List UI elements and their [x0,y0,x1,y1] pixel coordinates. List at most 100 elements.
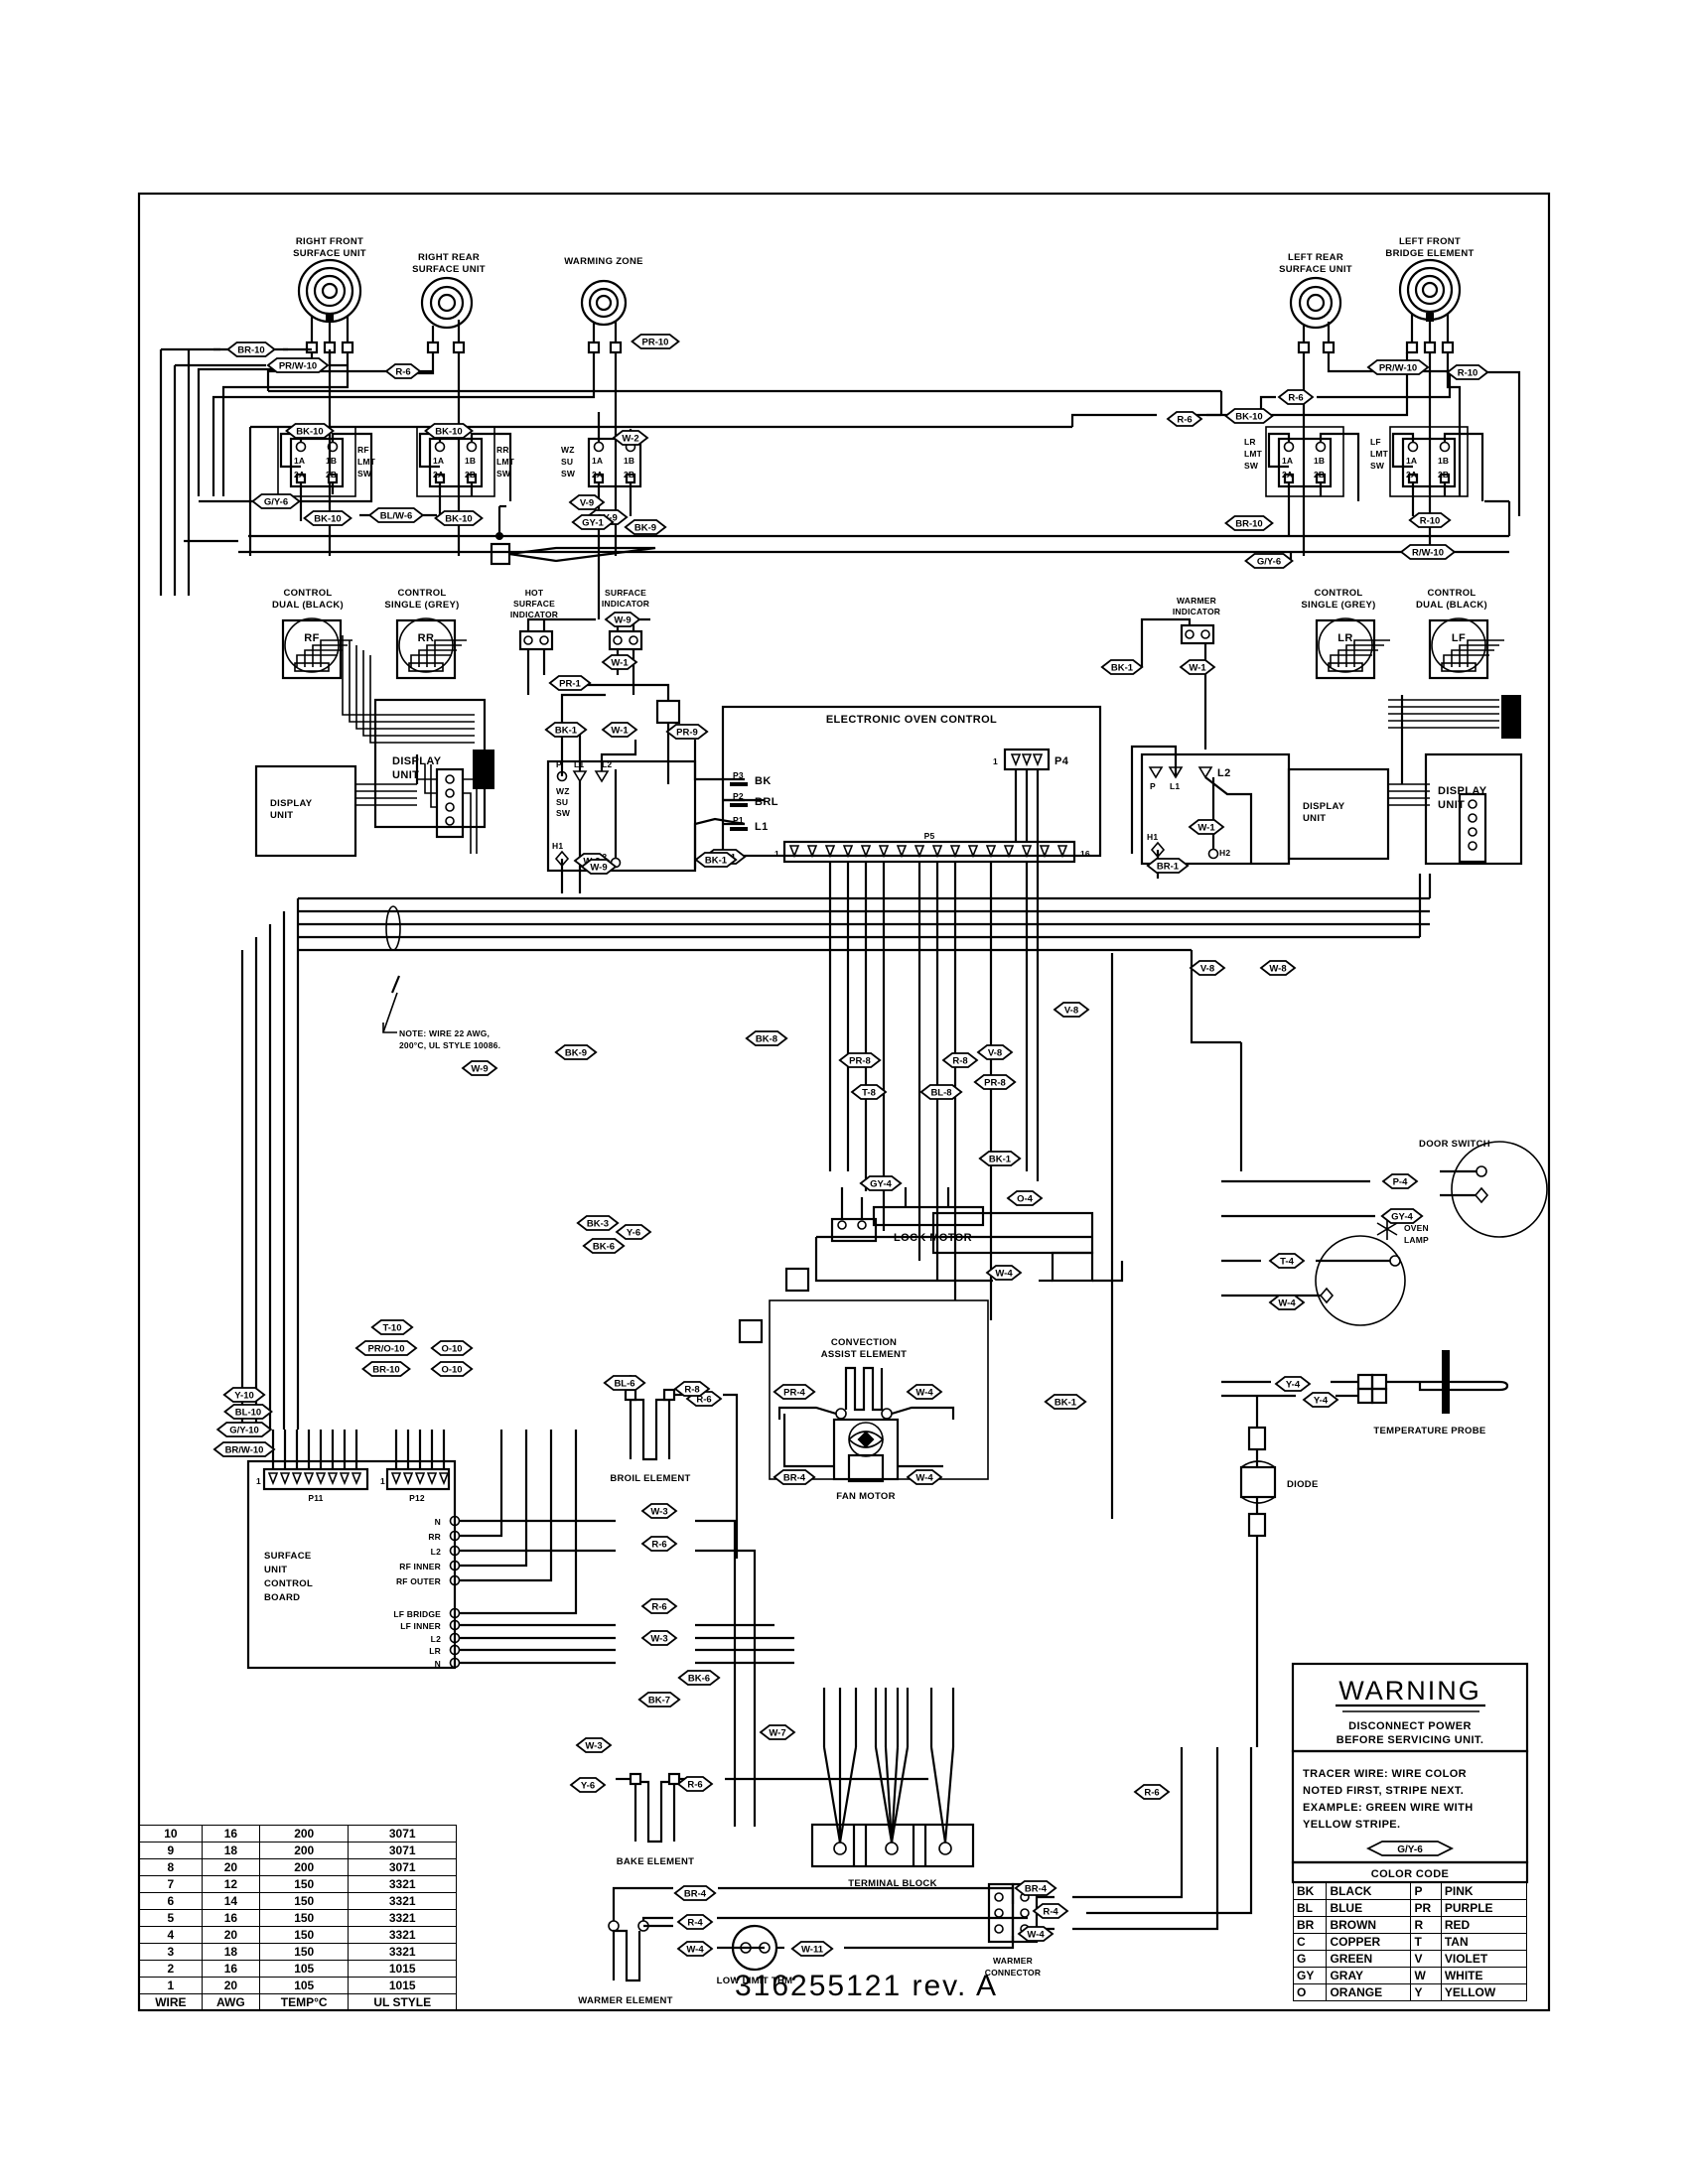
warning-subtitle-2: BEFORE SERVICING UNIT. [1336,1734,1484,1746]
control-single-grey-label-2: SINGLE (GREY) [384,600,459,611]
mid-bus [184,499,1511,563]
warning-subtitle-1: DISCONNECT POWER [1348,1720,1472,1732]
left-front-bridge-label-2: BRIDGE ELEMENT [1385,248,1474,259]
color-code-cell: C [1292,1933,1328,1951]
surface-indicator-l2: INDICATOR [602,599,649,609]
left-rear-surface-unit: LEFT REAR SURFACE UNIT [1279,252,1352,354]
wire-spec-cell: 9 [139,1842,203,1859]
wz-su-name-3: SW [556,808,571,818]
board-out-lf-bridge: LF BRIDGE [393,1609,441,1619]
right-switch-block: P L1 L2 H1 H2 [1130,745,1291,879]
bake-element: BAKE ELEMENT [616,1772,928,1867]
limit-rf-name-2: LMT [357,457,376,467]
control-dual-black-label-2b: DUAL (BLACK) [1416,600,1487,611]
color-code-cell: BR [1292,1916,1328,1934]
electronic-oven-control: ELECTRONIC OVEN CONTROL P3 BK P2 BRL P1 … [693,705,1102,993]
color-code-cell: O [1292,1983,1328,2001]
wire-spec-cell: 150 [258,1875,350,1893]
wz-su-pin-l2: L2 [602,759,612,769]
control-dual-black-right[interactable]: CONTROL DUAL (BLACK) LF [1416,588,1504,680]
left-connector-block [416,764,478,854]
control-single-grey-right[interactable]: CONTROL SINGLE (GREY) LR [1301,588,1390,680]
oven-control-p3-label: BK [755,775,772,787]
p11-id: P11 [308,1493,323,1503]
wire-spec-cell: 10 [139,1825,203,1843]
limit-rf-pin-2a: 2A [294,470,305,479]
warming-zone-label: WARMING ZONE [564,256,643,267]
junction-square-2 [784,1267,810,1293]
display-unit-right-l2: UNIT [1303,813,1326,824]
control-dual-black-left[interactable]: CONTROL DUAL (BLACK) RF [272,588,352,680]
p12-pin1: 1 [380,1476,385,1486]
wire-spec-cell: 3 [139,1943,203,1961]
wire-spec-cell: 16 [201,1909,260,1927]
wire-spec-cell: 16 [201,1825,260,1843]
wz-su-h2: H2 [596,852,607,862]
wire-spec-cell: 200 [258,1858,350,1876]
terminal-block: TERMINAL BLOCK [810,1688,975,1889]
board-out-lr: LR [429,1646,441,1656]
left-arrow-connector [490,542,656,566]
oven-control-p5-id: P5 [924,831,935,841]
limit-rr-name-3: SW [496,469,511,478]
right-rear-surface-unit-label-2: SURFACE UNIT [412,264,486,275]
wire-spec-cell: 5 [139,1909,203,1927]
control-single-grey-left[interactable]: CONTROL SINGLE (GREY) RR [384,588,467,680]
limit-rr-name-1: RR [496,445,509,455]
lower-verticals [828,950,1243,1519]
surface-unit-control-board: 1 P11 1 P12 SURFACE UNIT CONTROL BOARD N… [246,1430,794,1827]
color-code-cell: RED [1440,1916,1528,1934]
right-switch-h2: H2 [1219,848,1230,858]
display-unit-label-2b: UNIT [392,769,419,781]
color-code-cell: R [1410,1916,1442,1934]
color-code-cell: PURPLE [1440,1899,1528,1917]
wire-spec-cell: WIRE [139,1993,203,2011]
p11-pin1: 1 [256,1476,261,1486]
display-unit-far-right: DISPLAY UNIT [1388,695,1523,866]
color-code-cell: ORANGE [1326,1983,1412,2001]
knob-rr-label: RR [418,632,435,644]
hot-surface-indicator-l1: HOT [525,588,544,598]
board-out-n1: N [435,1517,441,1527]
oven-lamp-l2: LAMP [1404,1235,1429,1245]
convection-assist-l1: CONVECTION [831,1337,897,1348]
wire-spec-cell: UL STYLE [348,1993,457,2011]
wire-spec-cell: TEMP°C [258,1993,350,2011]
wire-spec-cell: 200 [258,1825,350,1843]
limit-wz-name-3: SW [561,469,576,478]
board-out-rr: RR [428,1532,441,1542]
limit-switch-rf: 1A 1B 2A 2B RF LMT SW [277,426,376,521]
part-number: 316255121 rev. A [735,1970,998,2002]
limit-wz-pin-2a: 2A [592,470,603,479]
electronic-oven-control-title: ELECTRONIC OVEN CONTROL [826,714,997,726]
right-front-surface-unit-label-2: SURFACE UNIT [293,248,366,259]
limit-wz-name-2: SU [561,457,573,467]
color-code-cell: TAN [1440,1933,1528,1951]
color-code-cell: WHITE [1440,1967,1528,1984]
door-switch-label: DOOR SWITCH [1419,1139,1490,1150]
limit-lf-pin-2a: 2A [1406,470,1417,479]
color-code-cell: BROWN [1326,1916,1412,1934]
fan-motor: FAN MOTOR [782,1414,943,1502]
oven-control-p4-pin1: 1 [993,756,998,766]
fan-motor-label: FAN MOTOR [836,1491,896,1502]
tracer-line-2: NOTED FIRST, STRIPE NEXT. [1303,1785,1464,1797]
limit-rf-pin-2b: 2B [326,470,337,479]
limit-rf-name-1: RF [357,445,369,455]
wire-spec-cell: 3321 [348,1909,457,1927]
wire-spec-cell: 12 [201,1875,260,1893]
wire-spec-cell: 3321 [348,1926,457,1944]
wire-spec-cell: 1015 [348,1960,457,1978]
wire-spec-cell: 105 [258,1960,350,1978]
diode: DIODE [1239,1396,1318,1747]
surface-indicator: SURFACE INDICATOR [597,506,650,695]
right-switch-h1: H1 [1147,832,1158,842]
